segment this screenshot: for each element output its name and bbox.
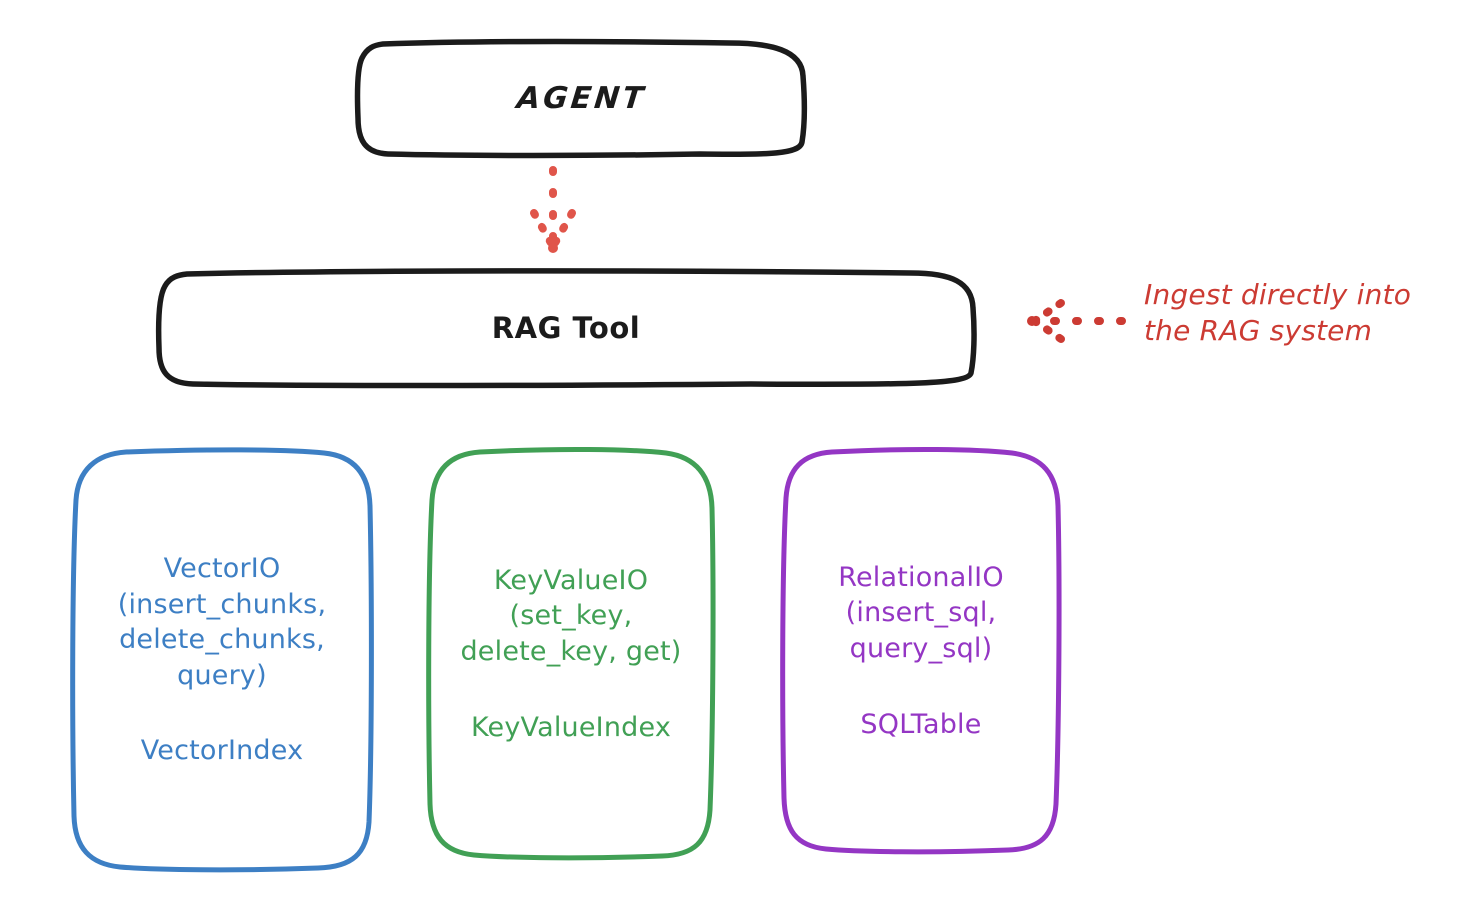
vectorio-index-label: VectorIndex <box>140 735 304 767</box>
rag-tool-box-outline <box>155 268 977 389</box>
vectorio-provider-node[interactable]: VectorIO (insert_chunks, delete_chunks, … <box>70 447 374 873</box>
rag-tool-node[interactable]: RAG Tool <box>155 268 977 389</box>
agent-label: AGENT <box>514 80 648 116</box>
relationalio-provider-node[interactable]: RelationalIO (insert_sql, query_sql) SQL… <box>780 446 1062 855</box>
relationalio-api-label: RelationalIO (insert_sql, query_sql) <box>838 561 1004 664</box>
keyvalueio-index-label: KeyValueIndex <box>470 711 672 743</box>
dotted-down-arrow-icon <box>530 166 576 253</box>
keyvalueio-api-label: KeyValueIO (set_key, delete_key, get) <box>460 564 682 667</box>
agent-box-outline <box>354 38 808 159</box>
relationalio-box-outline <box>780 446 1062 855</box>
vectorio-box-outline <box>70 447 374 873</box>
rag-tool-label: RAG Tool <box>491 311 641 345</box>
ingest-annotation-label: Ingest directly into the RAG system <box>1144 278 1412 348</box>
relationalio-index-label: SQLTable <box>860 708 982 740</box>
keyvalueio-provider-node[interactable]: KeyValueIO (set_key, delete_key, get) Ke… <box>426 446 716 861</box>
keyvalueio-box-outline <box>426 446 716 861</box>
vectorio-api-label: VectorIO (insert_chunks, delete_chunks, … <box>117 552 327 691</box>
agent-node[interactable]: AGENT <box>354 38 808 159</box>
dotted-left-arrow-icon <box>1027 299 1126 343</box>
